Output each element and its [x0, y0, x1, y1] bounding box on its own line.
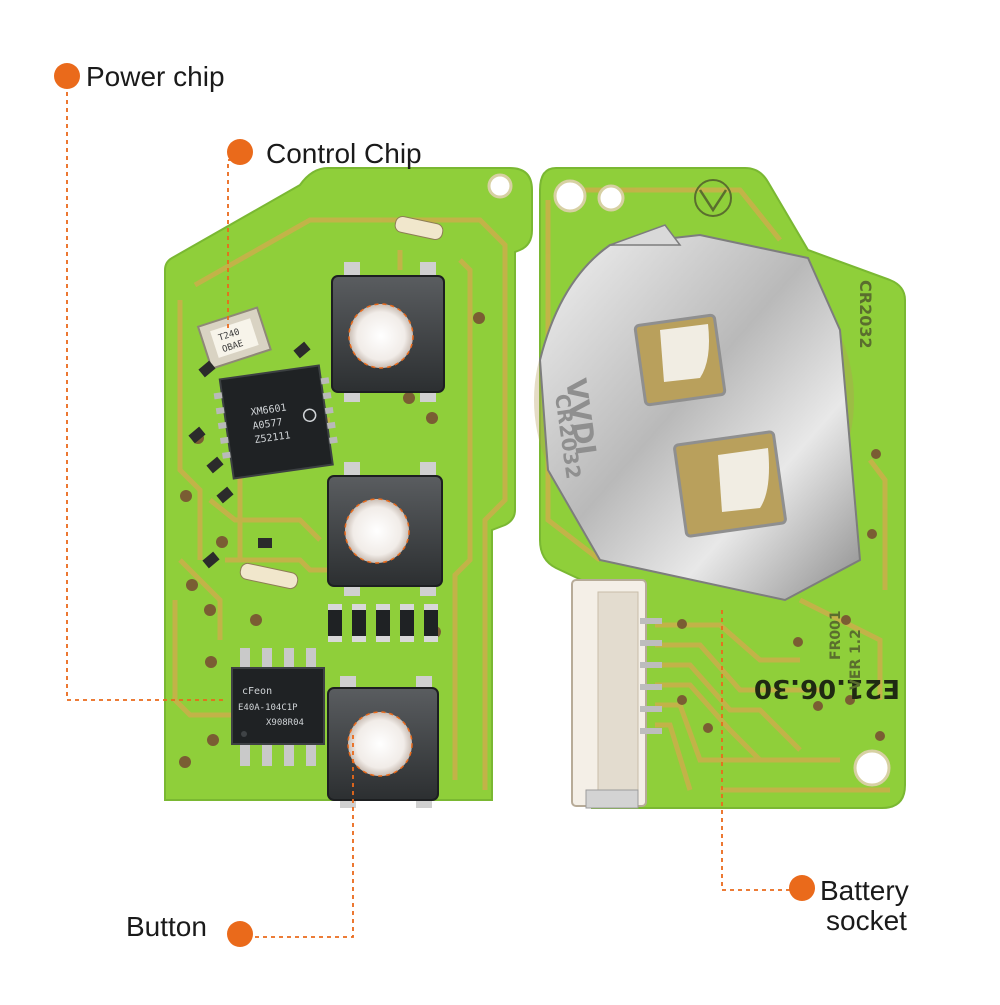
date-code-etch: E21.06.30: [754, 673, 900, 703]
control-chip-marking-1: XM6601: [250, 402, 287, 418]
power-chip: cFeon E40A-104C1P X908R04: [231, 648, 325, 766]
crystal: T240 OBAE: [196, 306, 272, 370]
power-chip-marking-2: E40A-104C1P: [238, 703, 298, 713]
power-chip-marking-1: cFeon: [242, 686, 272, 697]
left-board: T240 OBAE XM6601 A0577 Z52111: [164, 167, 533, 808]
callout-dot-control-chip: [227, 139, 253, 165]
battery-type-etch: CR2032: [856, 280, 875, 349]
control-chip: XM6601 A0577 Z52111: [213, 364, 338, 480]
tactile-switch-bottom: [327, 676, 439, 808]
callout-label-battery-line2: socket: [826, 905, 907, 936]
power-chip-marking-3: X908R04: [266, 718, 304, 728]
control-chip-marking-2: A0577: [252, 417, 283, 432]
chip-logo-icon: [302, 408, 317, 423]
tactile-switch-middle: [327, 462, 443, 596]
callout-label-control-chip: Control Chip: [266, 138, 422, 169]
board-model-etch: FR001: [828, 610, 844, 660]
callout-label-button: Button: [126, 911, 207, 942]
vvdi-logo-icon: [694, 179, 732, 217]
leader-power-chip: [66, 76, 224, 701]
callout-dot-power-chip: [54, 63, 80, 89]
battery-connector: [571, 579, 662, 809]
right-board: CR2032 VVDI CR2032: [534, 167, 906, 809]
leader-button: [240, 735, 354, 938]
battery-holder: VVDI CR2032: [538, 224, 862, 602]
board-version-etch: VER 1.2: [848, 629, 864, 690]
tactile-switch-top: [331, 262, 445, 402]
callout-label-battery-line1: Battery: [820, 875, 909, 906]
control-chip-marking-3: Z52111: [254, 430, 291, 446]
leader-battery-socket: [721, 610, 798, 891]
callout-label-power-chip: Power chip: [86, 61, 225, 92]
callout-dot-button: [227, 921, 253, 947]
callout-dot-battery-socket: [789, 875, 815, 901]
